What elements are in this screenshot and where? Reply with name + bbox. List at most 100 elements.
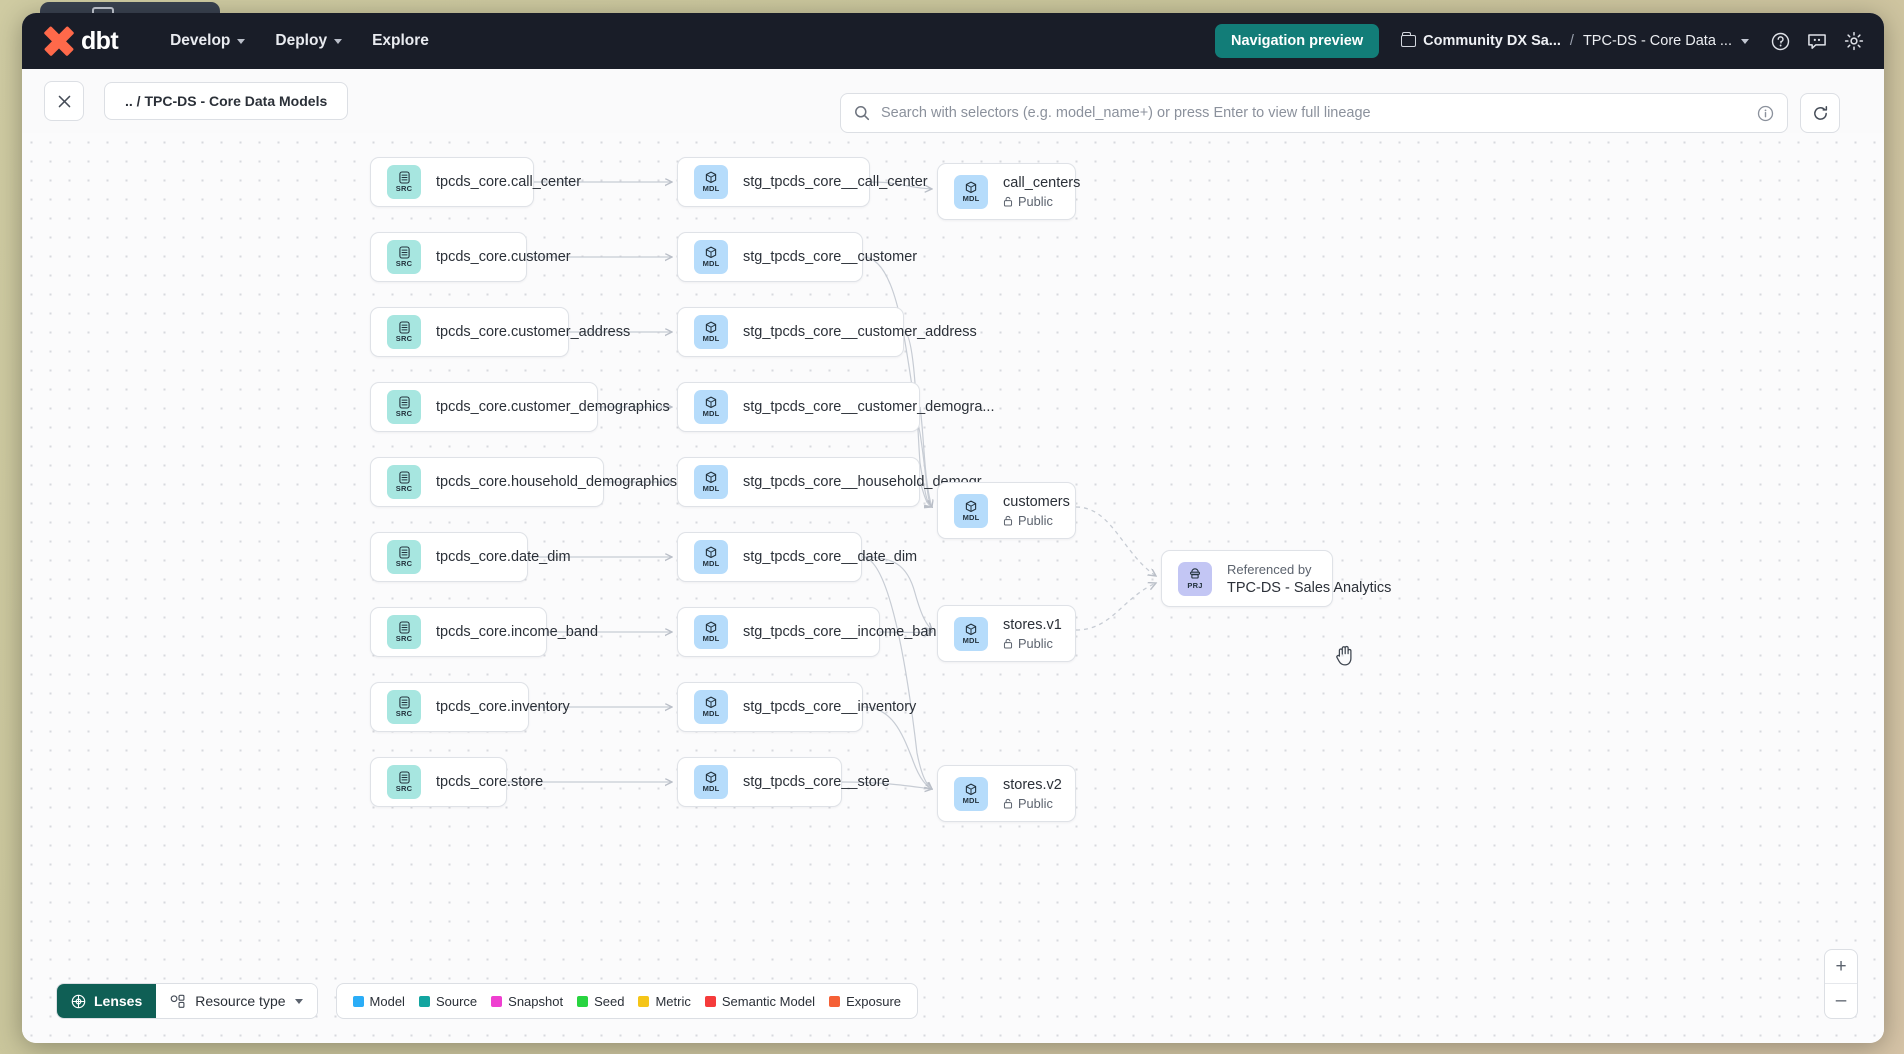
nav-item-deploy[interactable]: Deploy [261,23,356,59]
top-navigation-bar: dbt Develop Deploy Explore Navigation pr… [22,13,1884,69]
node-source-call-center[interactable]: SRC tpcds_core.call_center [370,157,581,207]
node-name: call_centers [1003,174,1081,191]
node-model-stores-v1[interactable]: MDL stores.v1 Public [937,605,1076,662]
node-source-store[interactable]: SRC tpcds_core.store [370,757,543,807]
access-label: Public [1018,512,1053,528]
cube-icon [705,396,717,409]
node-model-stg-call-center[interactable]: MDL stg_tpcds_core__call_center [677,157,928,207]
node-source-customer-demographics[interactable]: SRC tpcds_core.customer_demographics [370,382,670,432]
node-model-stg-store[interactable]: MDL stg_tpcds_core__store [677,757,890,807]
dbt-explore-window: dbt Develop Deploy Explore Navigation pr… [22,13,1884,1043]
source-badge: SRC [387,390,421,424]
node-text-block: customers Public [1003,494,1070,528]
zoom-controls: + – [1824,949,1858,1019]
close-button[interactable] [44,81,84,121]
chevron-down-icon[interactable] [1741,38,1749,44]
project-icon [1189,567,1201,581]
lineage-breadcrumb-chip[interactable]: .. / TPC-DS - Core Data Models [104,82,349,120]
model-badge: MDL [694,615,728,649]
node-model-stg-inventory[interactable]: MDL stg_tpcds_core__inventory [677,682,916,732]
resource-type-dropdown[interactable]: Resource type [156,984,317,1018]
node-model-call-centers[interactable]: MDL call_centers Public [937,163,1080,220]
lineage-edges [507,133,1884,1043]
lenses-button[interactable]: Lenses [57,984,157,1018]
node-source-date-dim[interactable]: SRC tpcds_core.date_dim [370,532,571,582]
node-label: stg_tpcds_core__customer_demogra... [743,399,995,415]
navigation-preview-button[interactable]: Navigation preview [1214,24,1380,58]
access-badge: Public [1003,636,1062,651]
node-text-block: call_centers Public [1003,175,1080,209]
zoom-out-button[interactable]: – [1835,990,1847,1011]
access-label: Public [1018,193,1053,209]
settings-gear-icon[interactable] [1844,31,1864,51]
cube-icon [965,783,977,796]
node-source-customer-address[interactable]: SRC tpcds_core.customer_address [370,307,630,357]
node-source-household-demographics[interactable]: SRC tpcds_core.household_demographics [370,457,677,507]
node-model-customers[interactable]: MDL customers Public [937,482,1076,539]
legend-label: Metric [655,993,691,1009]
badge-label: MDL [702,709,720,718]
badge-label: MDL [702,634,720,643]
lock-icon [1003,638,1013,649]
node-project-referenced-by[interactable]: PRJ Referenced by TPC-DS - Sales Analyti… [1161,550,1391,607]
legend-label: Exposure [846,993,901,1009]
search-box[interactable] [840,93,1788,133]
node-model-stg-customer-demographics[interactable]: MDL stg_tpcds_core__customer_demogra... [677,382,994,432]
model-badge: MDL [694,690,728,724]
badge-label: MDL [962,512,980,522]
source-badge: SRC [387,540,421,574]
node-model-stg-date-dim[interactable]: MDL stg_tpcds_core__date_dim [677,532,917,582]
breadcrumb-project[interactable]: TPC-DS - Core Data ... [1582,33,1732,49]
legend-label: Snapshot [508,993,564,1009]
referenced-by-label: Referenced by [1227,561,1312,577]
database-icon [398,171,410,184]
cube-icon [705,246,717,259]
node-label: stg_tpcds_core__date_dim [743,549,918,565]
search-input[interactable] [881,105,1746,121]
node-source-inventory[interactable]: SRC tpcds_core.inventory [370,682,570,732]
node-model-stg-household-demographics[interactable]: MDL stg_tpcds_core__household_demogr... [677,457,993,507]
badge-label: SRC [395,184,413,193]
lineage-canvas[interactable]: SRC tpcds_core.call_center SRC tpcds_cor… [22,133,1884,1043]
cube-icon [705,696,717,709]
dbt-wordmark: dbt [81,26,119,55]
model-badge: MDL [954,616,988,651]
legend-item-seed: Seed [577,994,624,1009]
node-source-income-band[interactable]: SRC tpcds_core.income_band [370,607,598,657]
nav-item-develop[interactable]: Develop [156,23,259,59]
chevron-down-icon [294,998,303,1004]
dbt-logo[interactable]: dbt [43,25,119,57]
nav-item-explore[interactable]: Explore [358,23,443,59]
access-label: Public [1018,795,1053,811]
nav-item-develop-label: Develop [170,32,231,49]
lens-icon [71,994,86,1008]
main-nav-items: Develop Deploy Explore [156,23,443,59]
zoom-in-button[interactable]: + [1825,950,1857,984]
badge-label: MDL [962,795,980,805]
legend-label: Source [435,993,478,1009]
model-badge: MDL [954,493,988,528]
source-badge: SRC [387,465,421,499]
node-model-stores-v2[interactable]: MDL stores.v2 Public [937,765,1076,822]
node-model-stg-income-band[interactable]: MDL stg_tpcds_core__income_band [677,607,945,657]
node-label: tpcds_core.store [436,774,544,790]
breadcrumb-account[interactable]: Community DX Sa... [1423,33,1561,49]
node-label: tpcds_core.customer [436,249,571,265]
node-label: stg_tpcds_core__income_band [743,624,945,640]
node-name: stores.v1 [1003,616,1062,633]
node-source-customer[interactable]: SRC tpcds_core.customer [370,232,571,282]
legend-swatch-exposure [829,995,841,1007]
feedback-icon[interactable] [1807,32,1827,51]
cube-icon [705,171,717,184]
node-model-stg-customer-address[interactable]: MDL stg_tpcds_core__customer_address [677,307,977,357]
database-icon [398,246,410,259]
legend-item-source: Source [418,993,478,1009]
node-model-stg-customer[interactable]: MDL stg_tpcds_core__customer [677,232,917,282]
node-label: tpcds_core.date_dim [436,549,571,565]
help-icon[interactable] [1771,32,1790,51]
info-icon[interactable] [1757,105,1774,122]
cube-icon [705,771,717,784]
search-area [840,93,1840,133]
resource-type-legend: Model Source Snapshot Seed [335,983,918,1019]
refresh-button[interactable] [1800,93,1840,133]
